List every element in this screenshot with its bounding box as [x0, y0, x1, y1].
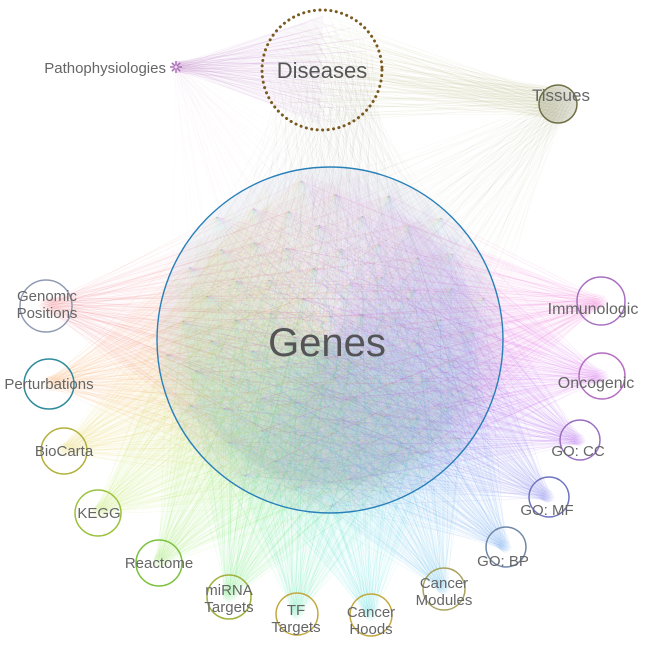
edges-diseases-tissues — [269, 16, 575, 123]
edges-tf-targets-genes — [166, 180, 484, 621]
node-go-mf[interactable] — [528, 476, 570, 518]
edges-diseases-genes — [167, 15, 496, 505]
edges-pathophysiologies-diseases — [170, 16, 375, 122]
node-reactome[interactable] — [135, 539, 183, 587]
node-cancer-modules[interactable] — [422, 567, 466, 611]
labels: Genes Diseases PathophysiologiesTissuesGen… — [4, 58, 638, 638]
edges-go-mf-genes — [166, 180, 555, 507]
fan-diseases — [322, 70, 561, 121]
fan-pathophysiologies — [176, 14, 324, 126]
label-tissues: Tissues — [532, 86, 590, 105]
node-pathophysiologies[interactable] — [170, 61, 182, 73]
label-reactome: Reactome — [125, 555, 193, 572]
node-go-cc[interactable] — [559, 419, 601, 461]
node-cancer-hoods[interactable] — [349, 593, 393, 637]
edges-cancer-hoods-genes — [166, 180, 484, 622]
node-oncogenic[interactable] — [578, 352, 626, 400]
label-pathophysiologies: Pathophysiologies — [44, 60, 166, 77]
node-genomic-positions[interactable] — [19, 279, 73, 333]
nodes — [19, 8, 626, 637]
edges-mirna-targets-genes — [166, 180, 484, 604]
node-go-bp[interactable] — [485, 526, 527, 568]
node-immunologic[interactable] — [576, 276, 626, 326]
label-biocarta: BioCarta — [35, 443, 94, 460]
node-tf-targets[interactable] — [275, 592, 319, 636]
node-kegg[interactable] — [74, 489, 122, 537]
node-diseases[interactable] — [260, 8, 384, 132]
edges-kegg-genes — [91, 180, 484, 520]
label-perturbations: Perturbations — [4, 376, 93, 393]
label-genes: Genes — [268, 321, 386, 365]
node-tissues[interactable] — [538, 84, 578, 124]
label-oncogenic: Oncogenic — [558, 375, 635, 392]
label-go-mf: GO: MF — [520, 502, 573, 519]
edges-perturbations-genes — [41, 180, 484, 507]
edges-biocarta-genes — [57, 180, 484, 507]
node-genes[interactable] — [156, 166, 504, 514]
node-biocarta[interactable] — [40, 427, 88, 475]
label-kegg: KEGG — [77, 505, 120, 522]
label-diseases: Diseases — [277, 58, 367, 83]
edges-oncogenic-genes — [166, 180, 609, 507]
label-immunologic: Immunologic — [548, 301, 639, 318]
edges-genomic-positions-genes — [38, 180, 484, 507]
edges-go-cc-genes — [166, 180, 586, 507]
edges-reactome-genes — [152, 180, 484, 570]
edges-immunologic-genes — [166, 180, 609, 507]
edges-go-bp-genes — [166, 180, 512, 554]
node-mirna-targets[interactable] — [206, 574, 252, 620]
edges-tissues-genes — [171, 89, 573, 498]
label-go-bp: GO: BP — [477, 553, 529, 570]
edges-cancer-modules-genes — [166, 180, 484, 596]
node-perturbations[interactable] — [23, 358, 75, 410]
fan-washes — [176, 14, 561, 126]
edge-bundles — [38, 15, 609, 622]
edges-pathophysiologies-genes — [170, 61, 479, 503]
label-go-cc: GO: CC — [551, 443, 605, 460]
